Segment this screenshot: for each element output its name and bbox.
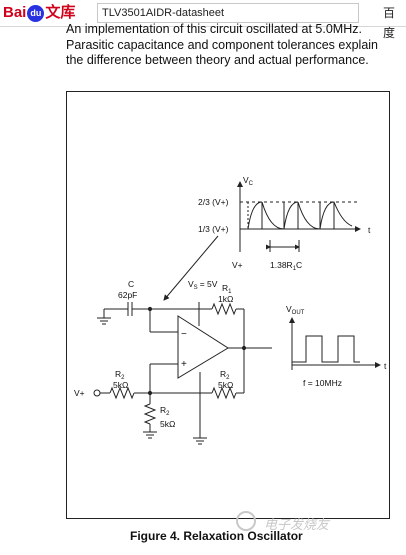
level-high-label: 2/3 (V+)	[198, 197, 229, 207]
vout-waveform-graph	[289, 317, 381, 370]
r2c-value: 5kΩ	[160, 419, 175, 429]
svg-text:R2: R2	[220, 369, 230, 381]
t-axis-label: t	[368, 225, 371, 235]
capacitor-c	[97, 302, 150, 325]
opamp-minus-sign: −	[181, 329, 187, 340]
paragraph-line-3: the difference between theory and actual…	[66, 53, 369, 67]
logo-paw-icon: du	[27, 5, 45, 22]
svg-text:VC: VC	[243, 175, 254, 187]
level-low-label: 1/3 (V+)	[198, 224, 229, 234]
vin-terminal-icon	[93, 389, 101, 397]
r1-value: 1kΩ	[218, 294, 233, 304]
svg-text:VOUT: VOUT	[286, 304, 305, 316]
r2c-label: R	[160, 405, 166, 415]
search-input[interactable]: TLV3501AIDR-datasheet	[97, 3, 359, 23]
watermark-text: 电子发烧友	[264, 517, 330, 532]
figure-frame	[66, 91, 390, 519]
r2-input-resistor	[109, 386, 135, 400]
r1-feedback-network	[147, 302, 245, 348]
vout-square-wave	[292, 335, 360, 363]
t-axis-label-2: t	[384, 361, 387, 371]
comparator-opamp	[177, 302, 272, 445]
vin-label: V+	[74, 388, 85, 398]
threshold-pointer-arrow	[163, 235, 219, 301]
r1-resistor	[211, 302, 237, 316]
svg-text:R2: R2	[160, 405, 170, 417]
vs-label: V	[188, 279, 194, 289]
svg-text:1.38R1C: 1.38R1C	[270, 260, 302, 272]
vc-waveform-graph	[237, 181, 361, 252]
paragraph-line-2: Parasitic capacitance and component tole…	[66, 37, 378, 52]
opamp-plus-sign: +	[181, 359, 187, 370]
r2b-label: R	[220, 369, 226, 379]
svg-text:VS= 5V: VS= 5V	[188, 279, 218, 291]
cap-label: C	[128, 279, 134, 289]
logo-bai-text: Bai	[3, 4, 27, 21]
r1-label: R	[222, 283, 228, 293]
r2-divider-network	[93, 348, 245, 439]
r2b-value: 5kΩ	[218, 380, 233, 390]
r2-ground-resistor	[143, 403, 157, 425]
cap-value: 62pF	[118, 290, 137, 300]
r2-feedback-resistor	[211, 386, 237, 400]
watermark-logo-icon	[236, 511, 256, 531]
r2a-label: R	[115, 369, 121, 379]
period-label: 1.38R	[270, 260, 293, 270]
r2a-value: 5kΩ	[113, 380, 128, 390]
figure-caption: Figure 4. Relaxation Oscillator	[130, 529, 303, 543]
svg-text:R2: R2	[115, 369, 125, 381]
svg-text:R1: R1	[222, 283, 232, 295]
body-paragraph: An implementation of this circuit oscill…	[66, 22, 396, 69]
paragraph-line-1: An implementation of this circuit oscill…	[66, 22, 362, 36]
logo-wenku-text: 文库	[45, 4, 76, 21]
baidu-tab-link[interactable]: 百度	[383, 6, 396, 40]
vout-label: V	[286, 304, 292, 314]
vplus-top-label: V+	[232, 260, 243, 270]
vc-label: V	[243, 175, 249, 185]
vc-exponential-curve	[247, 201, 353, 230]
frequency-label: f = 10MHz	[303, 378, 342, 388]
